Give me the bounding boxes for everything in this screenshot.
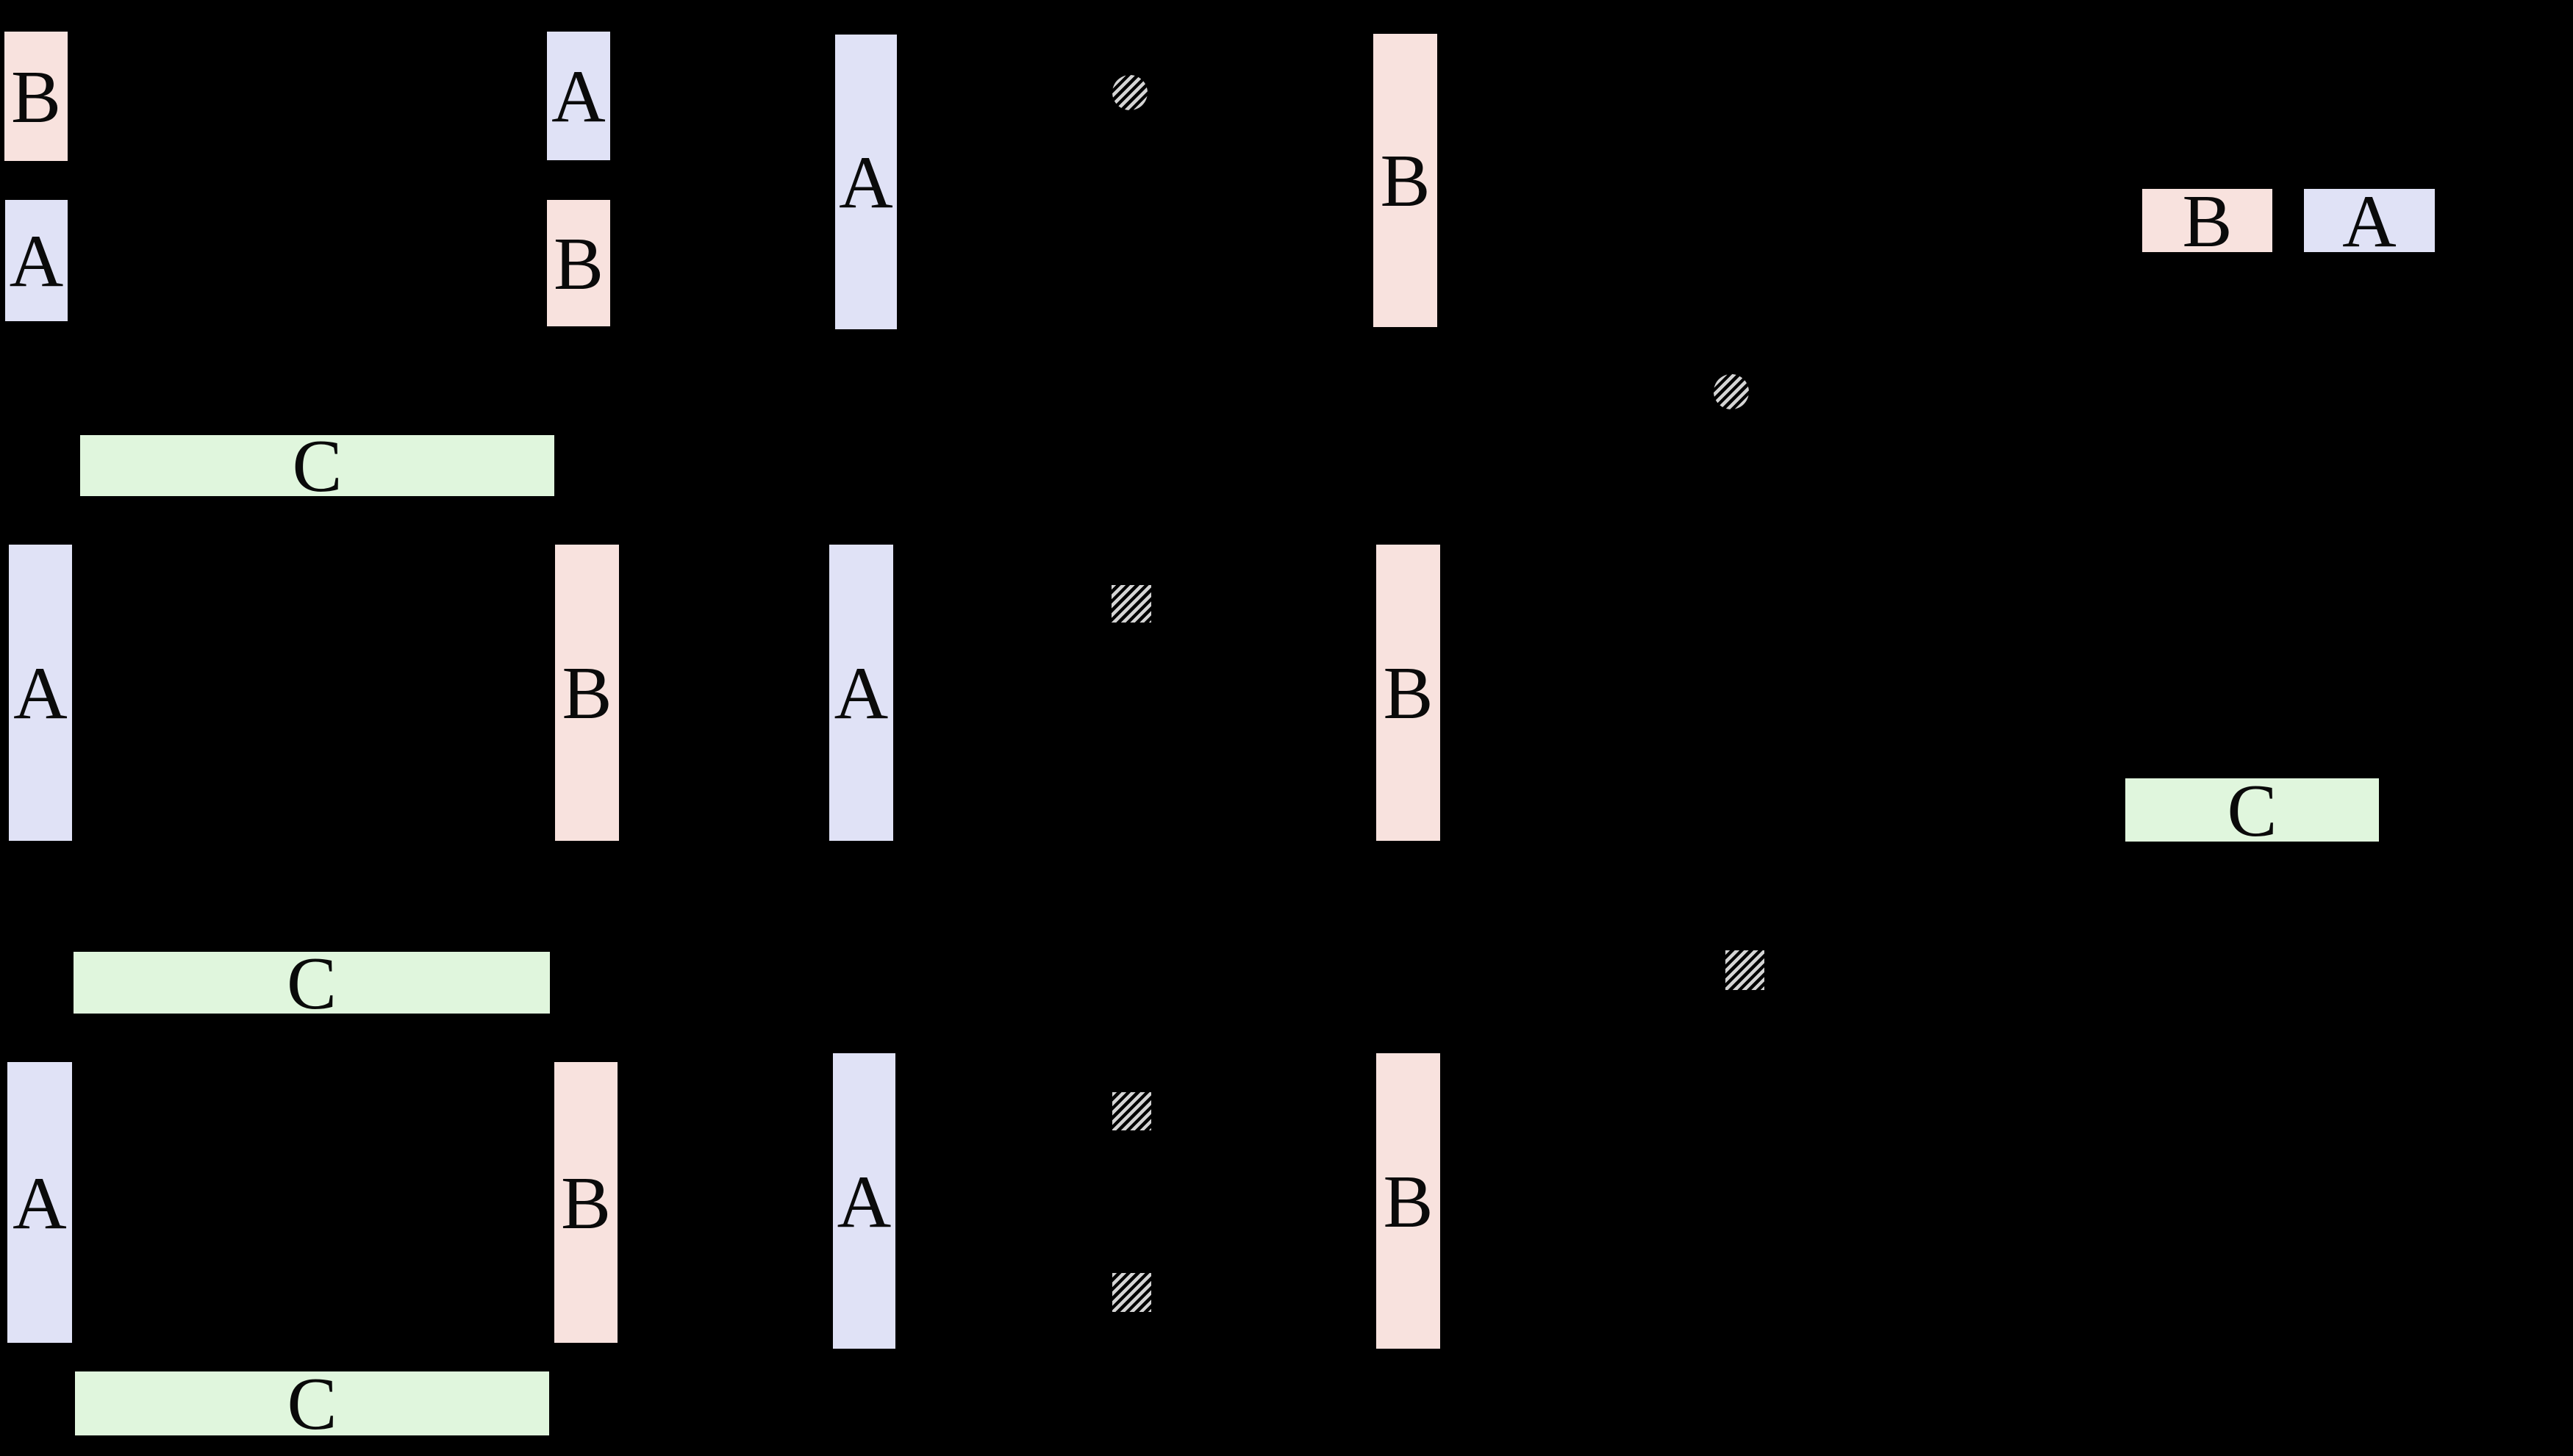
hatch-square-3 [1112, 1092, 1151, 1130]
task-box-b-3: B [1373, 34, 1437, 327]
task-box-b-7: B [554, 1062, 618, 1343]
task-bar-c-3: C [74, 946, 550, 1021]
task-box-b-4: B [2142, 184, 2272, 259]
task-box-b-8: B [1376, 1053, 1440, 1349]
task-box-b-2: B [547, 200, 610, 326]
task-box-b-6: B [1376, 545, 1440, 841]
task-box-a-2: A [547, 32, 610, 160]
task-bar-c-4: C [75, 1367, 549, 1442]
task-box-b-5: B [555, 545, 619, 841]
hatch-circle-2 [1714, 374, 1749, 409]
hatch-square-2 [1725, 950, 1764, 990]
task-box-a-1: A [5, 200, 68, 321]
task-bar-c-1: C [80, 429, 554, 504]
task-box-a-5: A [9, 545, 72, 841]
task-box-a-8: A [833, 1053, 895, 1349]
task-bar-c-2: C [2125, 773, 2379, 848]
hatch-square-4 [1112, 1273, 1151, 1312]
task-box-a-4: A [2304, 184, 2435, 259]
hatch-square-1 [1112, 585, 1151, 623]
task-box-a-7: A [7, 1062, 72, 1343]
task-box-a-6: A [829, 545, 893, 841]
task-box-b-1: B [4, 32, 68, 161]
hatch-circle-1 [1112, 75, 1148, 110]
task-box-a-3: A [835, 35, 897, 329]
